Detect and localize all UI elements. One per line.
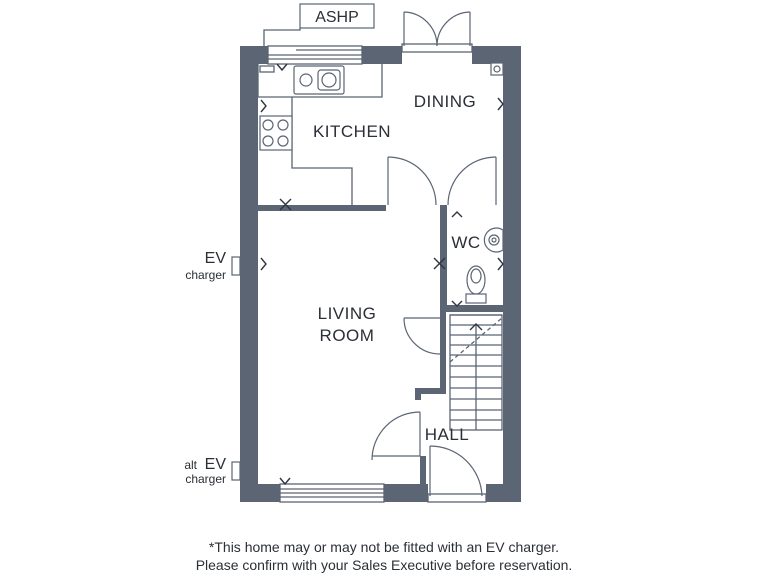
footnote: *This home may or may not be fitted with… xyxy=(0,538,768,574)
kitchen-units xyxy=(257,64,383,205)
room-label-living: LIVING xyxy=(318,304,377,323)
living-room-window xyxy=(279,483,385,503)
room-label-kitchen: KITCHEN xyxy=(313,122,391,141)
wc-fittings xyxy=(465,227,504,304)
front-door xyxy=(427,445,487,503)
room-label-hall: HALL xyxy=(425,425,470,444)
alt-ev-charger-title: EV xyxy=(205,456,227,473)
electrical-marks xyxy=(260,63,504,486)
external-walls xyxy=(240,46,521,502)
kitchen-doors xyxy=(387,156,497,206)
room-label-dining: DINING xyxy=(414,92,477,111)
internal-walls xyxy=(258,205,503,502)
room-label-wc: WC xyxy=(451,233,480,252)
hall-internal-door xyxy=(371,411,421,461)
footnote-line-2: Please confirm with your Sales Executive… xyxy=(195,557,573,573)
living-room-door xyxy=(403,317,441,355)
kitchen-window xyxy=(267,45,363,65)
ashp-unit: ASHP xyxy=(263,3,375,46)
alt-ev-charger-icon xyxy=(231,461,241,481)
room-label-room: ROOM xyxy=(320,326,375,345)
boiler-icon xyxy=(490,62,504,76)
alt-ev-charger-prefix: alt xyxy=(184,458,197,472)
footnote-line-1: *This home may or may not be fitted with… xyxy=(208,539,560,555)
ev-charger-icon xyxy=(231,256,241,276)
ev-charger-sub: charger xyxy=(185,268,226,282)
ev-charger-title: EV xyxy=(205,250,227,267)
ashp-label: ASHP xyxy=(315,9,359,26)
staircase xyxy=(449,314,503,431)
french-doors xyxy=(401,11,473,53)
alt-ev-charger-sub: charger xyxy=(185,472,226,486)
